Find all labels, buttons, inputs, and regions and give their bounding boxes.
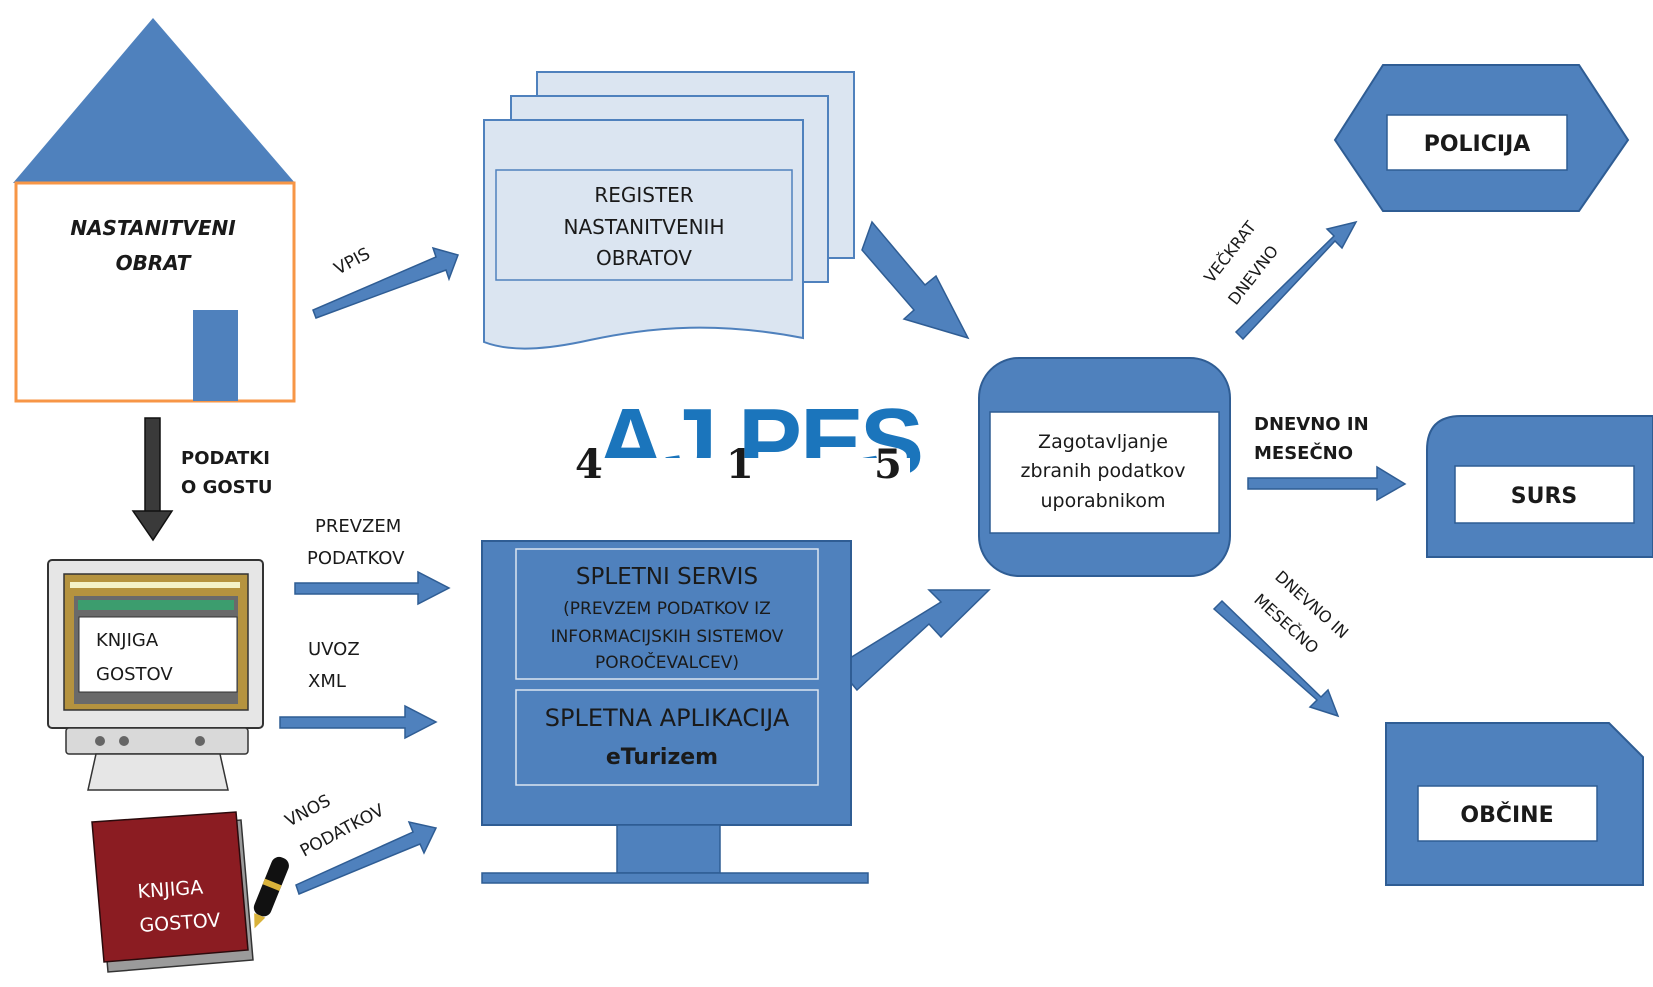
register-label-line3: OBRATOV: [596, 246, 692, 270]
app-title: SPLETNA APLIKACIJA: [545, 704, 790, 732]
prevzem-arrow: [294, 570, 451, 606]
surs-label: SURS: [1511, 484, 1578, 509]
house-label-line2: OBRAT: [116, 251, 192, 275]
app-panel: [515, 689, 819, 786]
computer-stand: [87, 753, 229, 791]
prevzem-label-line1: PREVZEM: [315, 516, 401, 537]
podatki-label-line2: O GOSTU: [181, 477, 273, 498]
output-policija: POLICIJA: [1333, 64, 1630, 212]
hub-label-line1: Zagotavljanje: [1038, 431, 1168, 453]
computer-window: [78, 616, 238, 693]
obcine-label: OBČINE: [1460, 802, 1553, 828]
computer-base: [65, 727, 249, 755]
surs-arrow: [1247, 465, 1407, 502]
service-panel: [515, 548, 819, 680]
register-label-line2: NASTANITVENIH: [564, 215, 725, 239]
prevzem-label-line2: PODATKOV: [307, 548, 405, 569]
guest-book-paper: KNJIGA GOSTOV: [91, 811, 289, 973]
arrows-layer: [279, 220, 1407, 896]
monitor-foot: [481, 872, 869, 884]
house-body: [14, 181, 296, 403]
service-sub-line2: INFORMACIJSKIH SISTEMOV: [551, 627, 784, 647]
service-title: SPLETNI SERVIS: [576, 564, 758, 590]
ajpes-logo: A J P E S 4 1 5: [575, 389, 924, 496]
house-label-line1: NASTANITVENI: [70, 216, 236, 240]
hub-label-line2: zbranih podatkov: [1021, 460, 1186, 482]
uvoz-arrow: [279, 704, 438, 740]
podatki-arrow: [131, 417, 174, 542]
register-inner-frame: [495, 169, 793, 281]
service-sub-line1: (PREVZEM PODATKOV IZ: [563, 599, 771, 619]
policija-label: POLICIJA: [1424, 132, 1531, 157]
obcine-box: [1417, 785, 1598, 842]
data-hub: Zagotavljanje zbranih podatkov uporabnik…: [978, 357, 1231, 577]
logo-number-4: 4: [575, 441, 603, 488]
hub-label-line3: uporabnikom: [1040, 490, 1165, 512]
logo-number-1: 1: [726, 441, 754, 488]
surs-box: [1454, 465, 1635, 524]
book-label-line1: KNJIGA: [137, 876, 204, 903]
computer-label-line1: KNJIGA: [96, 630, 159, 651]
service-sub-line3: POROČEVALCEV): [595, 651, 739, 673]
output-surs: SURS: [1426, 415, 1653, 558]
uvoz-label-line1: UVOZ: [308, 639, 360, 660]
policija-box: [1386, 114, 1568, 171]
monitor-to-hub-arrow: [835, 589, 991, 692]
guest-book-computer: KNJIGA GOSTOV: [47, 559, 264, 791]
output-obcine: OBČINE: [1385, 722, 1644, 886]
book-cover: [91, 811, 249, 963]
house-roof: [13, 18, 295, 183]
accommodation-house: NASTANITVENI OBRAT: [13, 18, 296, 403]
logo-number-5: 5: [874, 441, 902, 488]
hub-textbox: [989, 411, 1220, 534]
computer-label-line2: GOSTOV: [96, 664, 173, 685]
register-to-hub-arrow: [861, 220, 970, 340]
register-documents: REGISTER NASTANITVENIH OBRATOV: [483, 71, 855, 350]
vpis-label: VPIS: [331, 244, 374, 279]
register-doc-front: [483, 119, 804, 350]
app-name: eTurizem: [606, 745, 718, 770]
vnos-arrow: [295, 820, 438, 896]
vnos-label-line1: VNOS: [282, 791, 334, 831]
central-monitor: SPLETNI SERVIS (PREVZEM PODATKOV IZ INFO…: [481, 540, 869, 884]
uvoz-label-line2: XML: [308, 671, 346, 692]
surs-label-line1: DNEVNO IN: [1254, 414, 1369, 435]
monitor-neck: [616, 824, 721, 874]
house-door: [193, 310, 238, 401]
obcine-arrow: [1212, 599, 1340, 718]
surs-label-line2: MESEČNO: [1254, 442, 1353, 464]
pen-icon: [253, 856, 289, 929]
vpis-arrow: [312, 246, 459, 319]
policija-arrow: [1234, 220, 1358, 341]
podatki-label-line1: PODATKI: [181, 448, 270, 469]
register-label-line1: REGISTER: [594, 183, 693, 207]
